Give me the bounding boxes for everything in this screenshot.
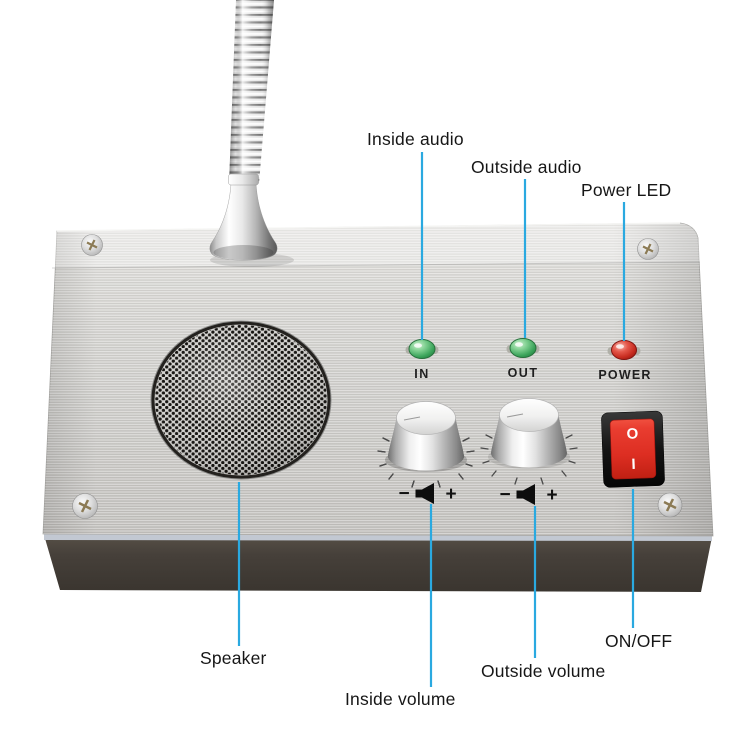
label-outside-volume: Outside volume [481, 661, 606, 681]
label-inside-volume: Inside volume [345, 689, 456, 709]
label-inside-audio: Inside audio [367, 129, 464, 149]
mic-base-trumpet [209, 182, 278, 261]
inside-volume-minus: − [398, 484, 409, 505]
screw-top-left [81, 234, 103, 256]
green-led-icon [509, 338, 537, 358]
screw-bottom-left [72, 493, 98, 519]
led-inside-audio: IN [405, 339, 439, 381]
speaker-grille [150, 320, 332, 480]
led-power: POWER [598, 340, 651, 382]
outside-volume-markings: − + [499, 484, 558, 506]
label-speaker: Speaker [200, 648, 267, 668]
switch-off-symbol: O [626, 425, 639, 442]
red-led-icon [611, 340, 637, 360]
green-led-icon [408, 339, 436, 359]
led-power-label: POWER [598, 368, 651, 382]
outside-volume-minus: − [499, 485, 510, 506]
led-in-label: IN [414, 367, 430, 381]
power-switch: O I [601, 410, 665, 488]
rocker-red [609, 418, 657, 480]
label-outside-audio: Outside audio [471, 157, 582, 177]
gooseneck-microphone [209, 0, 294, 267]
led-outside-audio: OUT [506, 338, 540, 380]
device-base-front [44, 535, 712, 592]
screw-bottom-right [657, 492, 683, 518]
leader-lines [237, 152, 635, 687]
mic-base-collar [228, 173, 259, 186]
inside-volume-plus: + [445, 484, 456, 505]
label-power-led: Power LED [581, 180, 672, 200]
speaker-icon [516, 484, 535, 505]
speaker-icon [415, 483, 434, 504]
inside-volume-markings: − + [398, 483, 457, 505]
outside-volume-plus: + [546, 485, 557, 506]
led-out-label: OUT [508, 366, 539, 380]
label-on-off: ON/OFF [605, 631, 673, 651]
switch-on-symbol: I [631, 456, 636, 473]
screw-top-right [637, 238, 659, 260]
